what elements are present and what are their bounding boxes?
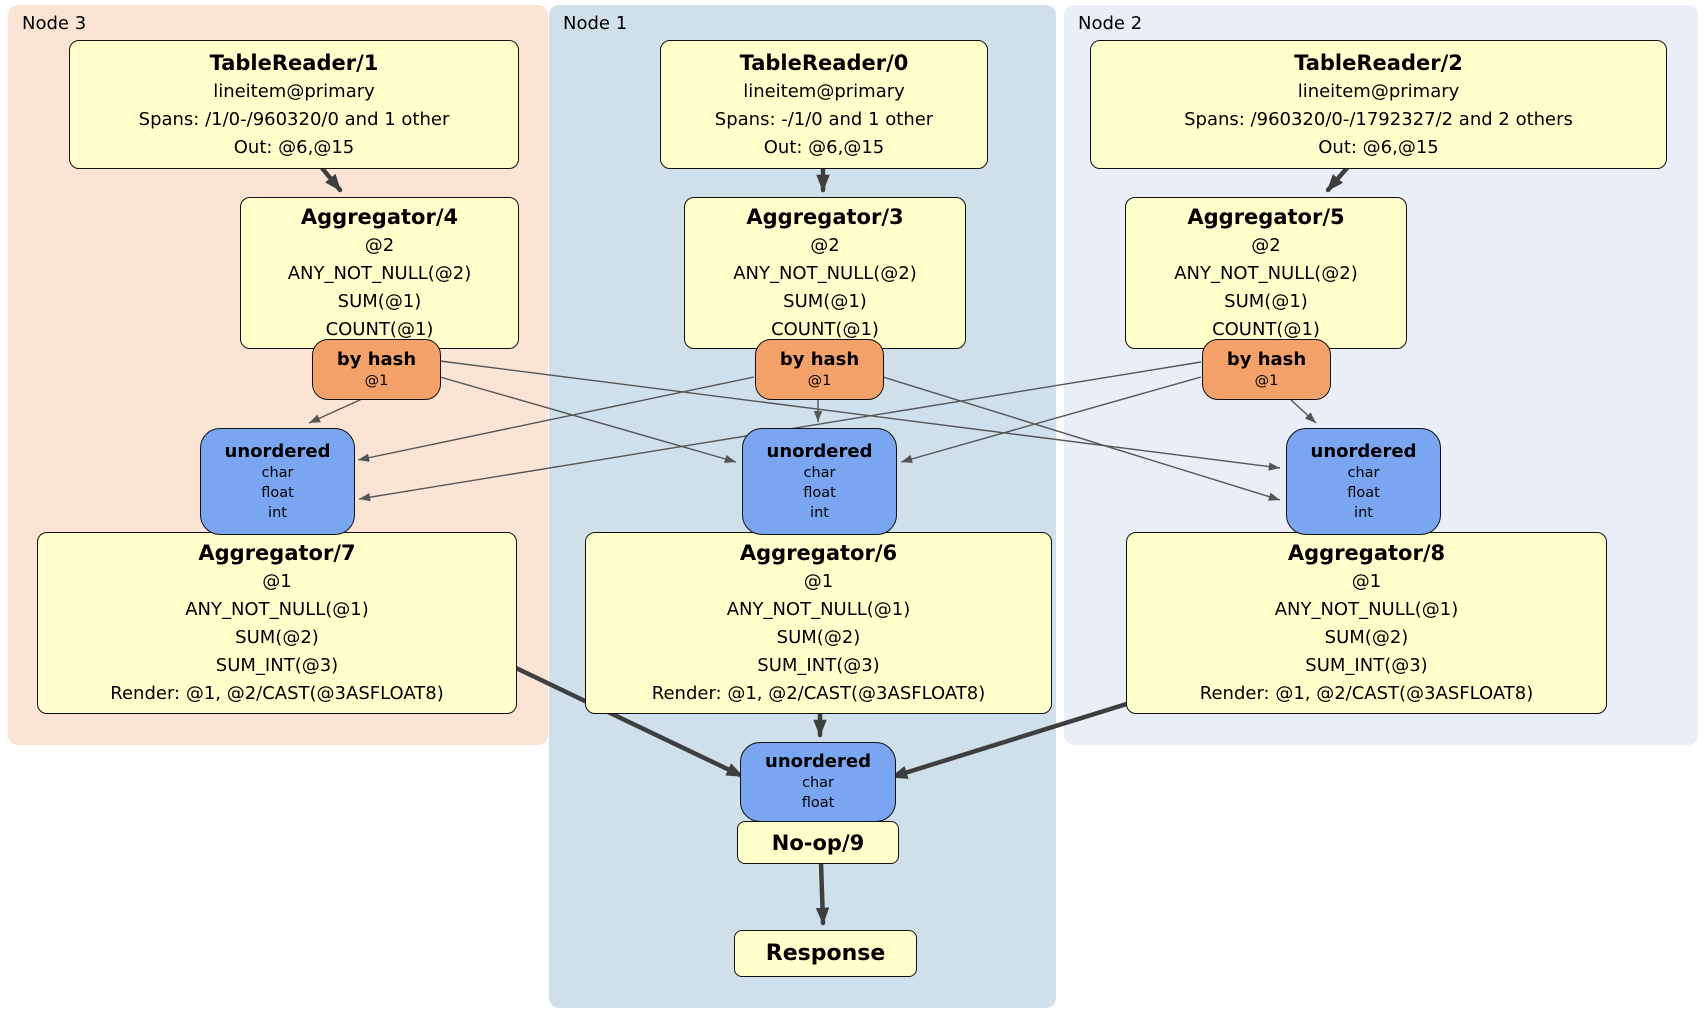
processor-out: Out: @6,@15 <box>233 136 355 158</box>
agg-fn: SUM_INT(@3) <box>757 655 880 676</box>
sync-type: unordered <box>765 751 871 772</box>
processor-tablereader-1: TableReader/1 lineitem@primary Spans: /1… <box>69 40 519 169</box>
agg-fn: SUM(@2) <box>1324 627 1409 648</box>
processor-aggregator-6: Aggregator/6 @1 ANY_NOT_NULL(@1) SUM(@2)… <box>585 532 1052 714</box>
agg-fn: SUM(@2) <box>235 627 319 648</box>
processor-title: Aggregator/7 <box>198 541 356 565</box>
processor-out: Out: @6,@15 <box>1318 136 1439 158</box>
router-type: by hash <box>336 348 417 370</box>
processor-aggregator-8: Aggregator/8 @1 ANY_NOT_NULL(@1) SUM(@2)… <box>1126 532 1607 714</box>
processor-title: TableReader/0 <box>739 50 909 75</box>
processor-spans: Spans: /1/0-/960320/0 and 1 other <box>138 108 450 130</box>
sync-unordered-node1: unordered char float int <box>742 428 897 535</box>
hash-router-node1: by hash @1 <box>755 339 884 400</box>
processor-index: lineitem@primary <box>213 80 375 102</box>
agg-fn: SUM_INT(@3) <box>215 655 339 676</box>
processor-title: Aggregator/3 <box>746 205 904 229</box>
hash-router-node2: by hash @1 <box>1202 339 1331 400</box>
processor-index: lineitem@primary <box>1297 80 1460 102</box>
router-type: by hash <box>1226 348 1307 370</box>
processor-spans: Spans: -/1/0 and 1 other <box>714 108 934 130</box>
agg-fn: SUM(@1) <box>337 291 422 312</box>
agg-group-cols: @1 <box>1351 571 1382 592</box>
agg-render: Render: @1, @2/CAST(@3ASFLOAT8) <box>110 683 444 704</box>
agg-group-cols: @2 <box>810 235 840 256</box>
panel-node3-label: Node 3 <box>22 13 87 34</box>
sync-col-type: char <box>261 464 294 481</box>
processor-index: lineitem@primary <box>743 80 905 102</box>
flow-edges <box>319 165 1350 926</box>
agg-fn: SUM(@1) <box>1224 291 1308 312</box>
sync-col-type: char <box>803 464 836 481</box>
sync-unordered-node2: unordered char float int <box>1286 428 1441 535</box>
processor-title: Aggregator/6 <box>739 541 898 565</box>
processor-title: Aggregator/5 <box>1187 205 1345 229</box>
processor-tablereader-2: TableReader/2 lineitem@primary Spans: /9… <box>1090 40 1667 169</box>
panel-node1-label: Node 1 <box>563 13 628 34</box>
agg-fn: ANY_NOT_NULL(@2) <box>287 263 472 284</box>
sync-type: unordered <box>224 440 331 462</box>
processor-spans: Spans: /960320/0-/1792327/2 and 2 others <box>1184 108 1573 130</box>
panel-node2-label: Node 2 <box>1078 13 1143 34</box>
agg-group-cols: @2 <box>1251 235 1281 256</box>
sync-col-type: float <box>803 484 836 501</box>
agg-fn: ANY_NOT_NULL(@2) <box>733 263 917 284</box>
agg-fn: ANY_NOT_NULL(@1) <box>1274 599 1459 620</box>
sync-col-type: float <box>1347 484 1380 501</box>
agg-render: Render: @1, @2/CAST(@3ASFLOAT8) <box>1199 683 1534 704</box>
agg-fn: SUM(@1) <box>783 291 867 312</box>
processor-noop-9: No-op/9 <box>737 821 899 864</box>
hash-router-node3: by hash @1 <box>312 339 441 400</box>
agg-render: Render: @1, @2/CAST(@3ASFLOAT8) <box>651 683 986 704</box>
processor-title: TableReader/2 <box>1294 50 1463 75</box>
processor-title: No-op/9 <box>771 830 865 855</box>
agg-fn: COUNT(@1) <box>771 319 879 340</box>
agg-fn: ANY_NOT_NULL(@1) <box>185 599 369 620</box>
sync-col-type: char <box>801 775 834 791</box>
agg-group-cols: @1 <box>262 571 292 592</box>
processor-title: Aggregator/8 <box>1287 541 1446 565</box>
sync-col-type: char <box>1347 464 1380 481</box>
response-box: Response <box>734 930 917 977</box>
router-cols: @1 <box>807 372 832 389</box>
sync-type: unordered <box>766 440 873 462</box>
router-cols: @1 <box>1254 372 1279 389</box>
sync-col-type: int <box>1354 504 1373 521</box>
agg-fn: ANY_NOT_NULL(@1) <box>726 599 911 620</box>
processor-tablereader-0: TableReader/0 lineitem@primary Spans: -/… <box>660 40 988 169</box>
sync-col-type: float <box>801 795 835 811</box>
sync-type: unordered <box>1310 440 1417 462</box>
router-cols: @1 <box>364 372 389 389</box>
agg-fn: ANY_NOT_NULL(@2) <box>1174 263 1358 284</box>
sync-col-type: int <box>268 504 287 521</box>
sync-col-type: int <box>810 504 829 521</box>
agg-fn: COUNT(@1) <box>1212 319 1320 340</box>
router-type: by hash <box>779 348 860 370</box>
agg-fn: SUM(@2) <box>776 627 861 648</box>
processor-out: Out: @6,@15 <box>763 136 885 158</box>
response-label: Response <box>765 940 886 966</box>
sync-col-type: float <box>261 484 294 501</box>
processor-aggregator-3: Aggregator/3 @2 ANY_NOT_NULL(@2) SUM(@1)… <box>684 197 966 349</box>
processor-aggregator-7: Aggregator/7 @1 ANY_NOT_NULL(@1) SUM(@2)… <box>37 532 517 714</box>
processor-aggregator-4: Aggregator/4 @2 ANY_NOT_NULL(@2) SUM(@1)… <box>240 197 519 349</box>
agg-fn: COUNT(@1) <box>325 319 434 340</box>
agg-fn: SUM_INT(@3) <box>1305 655 1428 676</box>
agg-group-cols: @1 <box>803 571 834 592</box>
processor-title: Aggregator/4 <box>300 205 459 229</box>
agg-group-cols: @2 <box>364 235 395 256</box>
processor-aggregator-5: Aggregator/5 @2 ANY_NOT_NULL(@2) SUM(@1)… <box>1125 197 1407 349</box>
sync-unordered-node3: unordered char float int <box>200 428 355 535</box>
processor-title: TableReader/1 <box>209 50 379 75</box>
sync-unordered-final: unordered char float <box>740 742 896 822</box>
